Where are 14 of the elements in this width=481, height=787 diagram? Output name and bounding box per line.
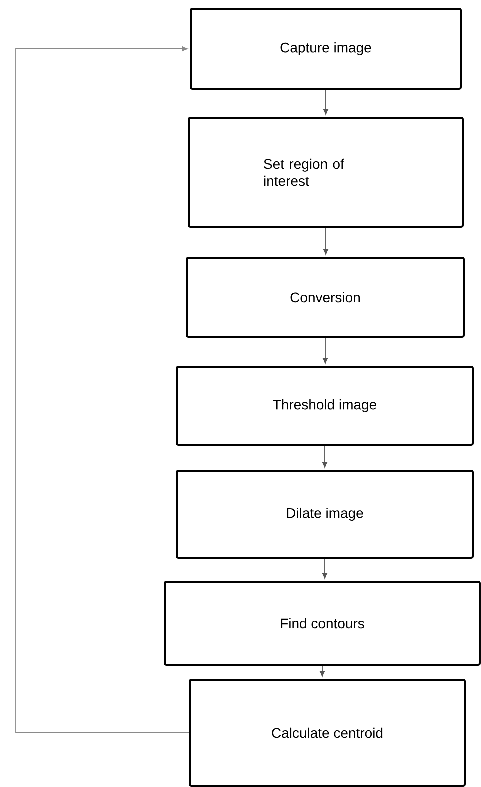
process-box: Conversion xyxy=(186,257,465,338)
arrow xyxy=(322,558,328,579)
process-box: Set region of interest xyxy=(188,117,464,228)
process-box: Capture image xyxy=(190,8,462,90)
arrow xyxy=(320,666,326,677)
arrow xyxy=(322,446,328,468)
process-box: Calculate centroid xyxy=(189,679,466,787)
arrow xyxy=(323,228,329,255)
arrow xyxy=(16,46,190,734)
arrow xyxy=(322,338,328,364)
process-box: Find contours xyxy=(164,581,481,666)
process-box: Dilate image xyxy=(176,470,474,559)
arrow xyxy=(323,90,329,115)
process-box: Threshold image xyxy=(176,366,474,446)
